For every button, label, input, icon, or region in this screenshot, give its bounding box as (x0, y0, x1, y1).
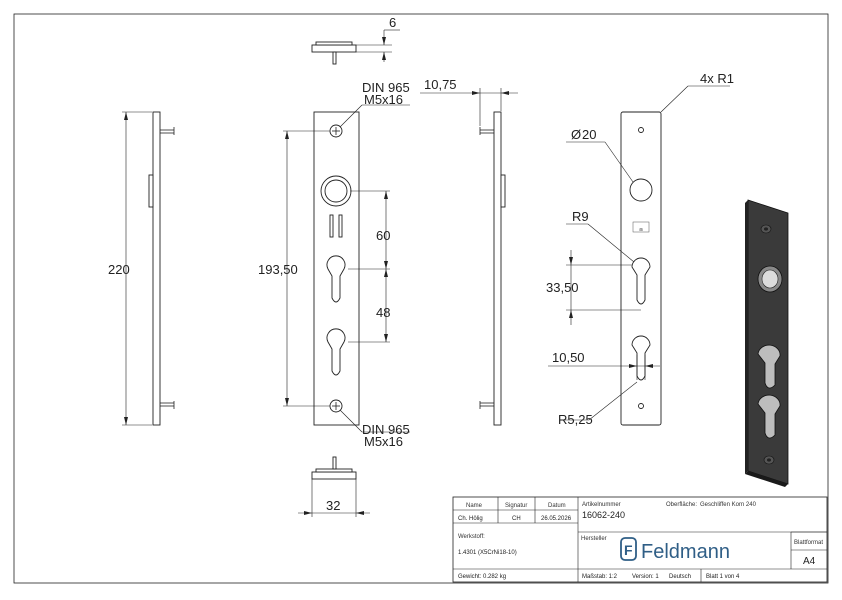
dim-side-offset: 10,75 (424, 77, 457, 92)
top-view (311, 29, 400, 65)
title-block (452, 496, 828, 583)
tb-version: Version: 1 (632, 574, 659, 580)
tb-oberflaeche-value: Geschliffen Korn 240 (700, 502, 757, 508)
dim-radius-r5-25: R5,25 (558, 412, 593, 427)
tb-blatt: Blatt 1 von 4 (706, 574, 740, 580)
tb-brand-name: Feldmann (641, 541, 730, 563)
tb-col-signatur: Signatur (505, 503, 527, 509)
dim-overall-height: 220 (108, 262, 130, 277)
tb-blattformat-label: Blattformat (794, 540, 823, 546)
din-bottom-label-2: M5x16 (364, 434, 403, 449)
dim-33-50: 33,50 (546, 280, 579, 295)
svg-text:⊞: ⊞ (639, 227, 642, 232)
dim-hole-diameter: 20 (582, 127, 596, 142)
dim-corner-radius: 4x R1 (700, 71, 734, 86)
tb-col-datum: Datum (548, 503, 566, 509)
sheet-border (13, 13, 829, 584)
feldmann-logo: F (620, 537, 637, 561)
tb-signatur-value: CH (512, 516, 521, 522)
dim-48: 48 (376, 305, 390, 320)
tb-werkstoff-value: 1.4301 (X5CrNi18-10) (458, 550, 517, 556)
dim-10-50: 10,50 (552, 350, 585, 365)
dim-thickness-top: 6 (389, 15, 396, 30)
tb-oberflaeche-label: Oberfläche: (666, 502, 697, 508)
dim-bottom-width: 32 (326, 498, 340, 513)
tb-name-value: Ch. Hölig (458, 516, 483, 522)
tb-artikel-label: Artikelnummer (582, 502, 621, 508)
bottom-view (298, 456, 370, 517)
detail-view: ⊞ (548, 85, 730, 426)
tb-artikel-value: 16062-240 (582, 510, 625, 520)
tb-gewicht: Gewicht: 0.282 kg (458, 574, 506, 580)
front-view (283, 104, 410, 433)
tb-werkstoff-label: Werkstoff: (458, 534, 485, 540)
isometric-3d-view (745, 199, 789, 487)
side-view-left (122, 111, 175, 426)
tb-massstab: Maßstab: 1:2 (582, 574, 618, 580)
din-top-label-2: M5x16 (364, 92, 403, 107)
side-view-right (420, 88, 518, 426)
diameter-symbol: Ø (571, 127, 581, 142)
dim-radius-r9: R9 (572, 209, 589, 224)
din-top-label-1: DIN 965 (362, 80, 410, 95)
tb-sprache: Deutsch (669, 574, 691, 580)
dim-60: 60 (376, 228, 390, 243)
dim-screw-spacing: 193,50 (258, 262, 298, 277)
din-bottom-label-1: DIN 965 (362, 422, 410, 437)
tb-datum-value: 26.05.2026 (541, 516, 572, 522)
tb-blattformat-value: A4 (803, 556, 816, 567)
logo-letter: F (624, 542, 633, 558)
tb-hersteller-label: Hersteller (581, 536, 607, 542)
tb-col-name: Name (466, 503, 483, 509)
